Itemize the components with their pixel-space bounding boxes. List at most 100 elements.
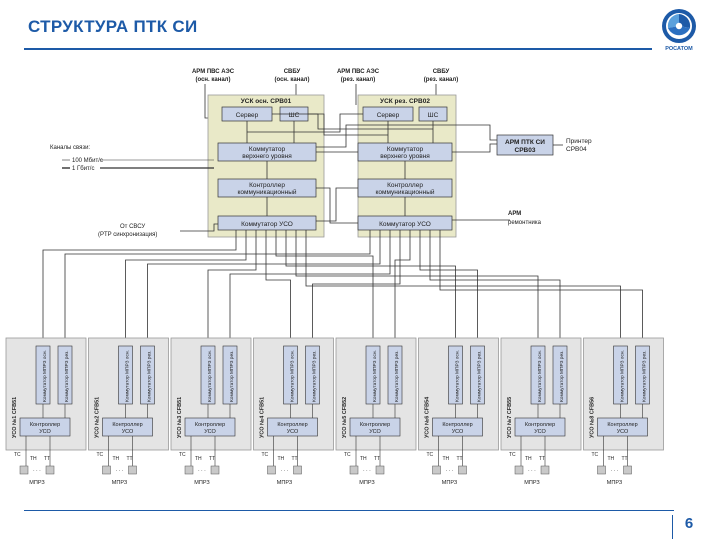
mprz-block xyxy=(267,465,276,475)
signal-ts: ТС xyxy=(344,452,351,458)
from-svsu-label-1: От СВСУ xyxy=(120,224,145,230)
mprz-block xyxy=(514,465,524,475)
usk-main-title: УСК осн. CPB01 xyxy=(241,98,292,105)
arm-res-label-2: (рез. канал) xyxy=(341,77,375,83)
mprz-label: МПРЗ xyxy=(112,480,128,486)
signal-tn: ТН xyxy=(30,456,37,462)
arm-ptk-label-2: CPB03 xyxy=(515,147,536,154)
mprz-dots: · · · xyxy=(116,468,124,474)
usk-main-shs-label: ШС xyxy=(289,112,300,119)
mprz-label: МПРЗ xyxy=(524,480,540,486)
bus-line-main-8 xyxy=(305,230,621,346)
usk-res-uso-switch-label: Коммутатор УСО xyxy=(379,221,431,228)
mprz-block xyxy=(293,465,302,475)
uso-controller-label-1: Контроллер xyxy=(30,422,60,428)
uso-controller xyxy=(19,417,71,437)
signal-tt: ТТ xyxy=(127,456,133,462)
mprz-switch-label: Коммутатор МПРЗ осн. xyxy=(125,350,131,402)
usk-res-title: УСК рез. CPB02 xyxy=(380,98,430,105)
uso-controller-label-2: УСО xyxy=(204,429,216,435)
usk-res-top-switch-label-1: Коммутатор xyxy=(387,146,424,153)
uso-controller xyxy=(184,417,236,437)
arm-repair-label-2: ремонтника xyxy=(508,220,542,226)
mprz-switch-label: Коммутатор МПРЗ осн. xyxy=(372,350,378,402)
uso-label: УСО №3 CFB51 xyxy=(177,397,183,438)
mprz-switch-label: Коммутатор МПРЗ рез. xyxy=(642,350,648,402)
mprz-block xyxy=(184,465,194,475)
from-svsu-label-2: (PTP синхронизация) xyxy=(98,232,157,238)
signal-ts: ТС xyxy=(97,452,104,458)
uso-label: УСО №2 CFB51 xyxy=(95,397,101,438)
svbu-main-label-2: (осн. канал) xyxy=(275,77,310,83)
uso-controller-label-1: Контроллер xyxy=(112,422,142,428)
mprz-dots: · · · xyxy=(363,468,371,474)
bus-line-main-5 xyxy=(275,230,374,346)
signal-tt: ТТ xyxy=(539,456,545,462)
page-title: СТРУКТУРА ПТК СИ xyxy=(28,17,198,36)
mprz-block xyxy=(597,465,606,475)
signal-tt: ТТ xyxy=(622,456,628,462)
uso-label: УСО №1 CFB51 xyxy=(12,397,18,438)
uso-controller-label-2: УСО xyxy=(39,429,51,435)
uso-unit-7: УСО №7 CFB55 Коммутатор МПРЗ осн. Коммутат… xyxy=(500,337,582,486)
mprz-label: МПРЗ xyxy=(29,480,45,486)
mprz-switch-label: Коммутатор МПРЗ осн. xyxy=(455,350,461,402)
mprz-label: МПРЗ xyxy=(442,480,458,486)
signal-tt: ТТ xyxy=(374,456,380,462)
usk-res-controller-label-1: Контроллер xyxy=(387,182,423,189)
rosatom-logo: РОСАТОМ xyxy=(656,6,702,58)
uso-label: УСО №6 CFB54 xyxy=(425,396,431,438)
bus-lines xyxy=(42,230,643,346)
mprz-switch-label: Коммутатор МПРЗ осн. xyxy=(537,350,543,402)
signal-tn: ТН xyxy=(113,456,120,462)
bus-line-main-1 xyxy=(42,230,237,346)
signal-tn: ТН xyxy=(443,456,450,462)
bus-line-main-7 xyxy=(295,230,539,346)
uso-row: УСО №1 CFB51 Коммутатор МПРЗ осн. Коммутат… xyxy=(5,337,664,486)
usk-res-server-label: Сервер xyxy=(377,112,400,119)
uso-controller-label-1: Контроллер xyxy=(607,422,637,428)
bus-line-res-2 xyxy=(147,230,381,346)
usk-main-top-switch-label-2: верхнего уровня xyxy=(242,153,292,160)
bus-line-res-8 xyxy=(439,230,643,346)
svbu-res-label-1: СВБУ xyxy=(433,69,450,75)
uso-label: УСО №8 CFB56 xyxy=(590,397,596,438)
uso-label: УСО №7 CFB55 xyxy=(507,397,513,438)
uso-controller-label-1: Контроллер xyxy=(442,422,472,428)
bus-line-main-4 xyxy=(265,230,291,346)
signal-ts: ТС xyxy=(427,452,434,458)
signal-tt: ТТ xyxy=(457,456,463,462)
page-number: 6 xyxy=(672,515,705,539)
printer-label-1: Принтер xyxy=(566,138,592,145)
bus-line-main-6 xyxy=(285,230,456,346)
mprz-dots: · · · xyxy=(281,468,289,474)
mprz-label: МПРЗ xyxy=(277,480,293,486)
signal-tn: ТН xyxy=(360,456,367,462)
mprz-block xyxy=(623,465,632,475)
mprz-switch-label: Коммутатор МПРЗ рез. xyxy=(64,350,70,402)
bus-line-res-6 xyxy=(419,230,478,346)
mprz-dots: · · · xyxy=(446,468,454,474)
mprz-switch-label: Коммутатор МПРЗ рез. xyxy=(559,350,565,402)
svbu-main-label-1: СВБУ xyxy=(284,69,301,75)
bus-line-res-5 xyxy=(394,230,411,346)
mprz-switch-label: Коммутатор МПРЗ осн. xyxy=(290,350,296,402)
mprz-block xyxy=(540,465,550,475)
bus-line-main-3 xyxy=(207,230,257,346)
printer-label-2: CPB04 xyxy=(566,146,587,153)
uso-label: УСО №4 CFB51 xyxy=(260,397,266,438)
mprz-switch-label: Коммутатор МПРЗ рез. xyxy=(147,350,153,402)
uso-controller-label-1: Контроллер xyxy=(277,422,307,428)
signal-ts: ТС xyxy=(509,452,516,458)
bus-line-res-3 xyxy=(229,230,391,346)
uso-controller-label-2: УСО xyxy=(534,429,546,435)
usk-main-uso-switch-label: Коммутатор УСО xyxy=(241,221,293,228)
mprz-switch-label: Коммутатор МПРЗ рез. xyxy=(229,350,235,402)
mprz-switch-label: Коммутатор МПРЗ осн. xyxy=(42,350,48,402)
uso-controller xyxy=(349,417,401,437)
uso-controller-label-2: УСО xyxy=(369,429,381,435)
signal-tt: ТТ xyxy=(44,456,50,462)
